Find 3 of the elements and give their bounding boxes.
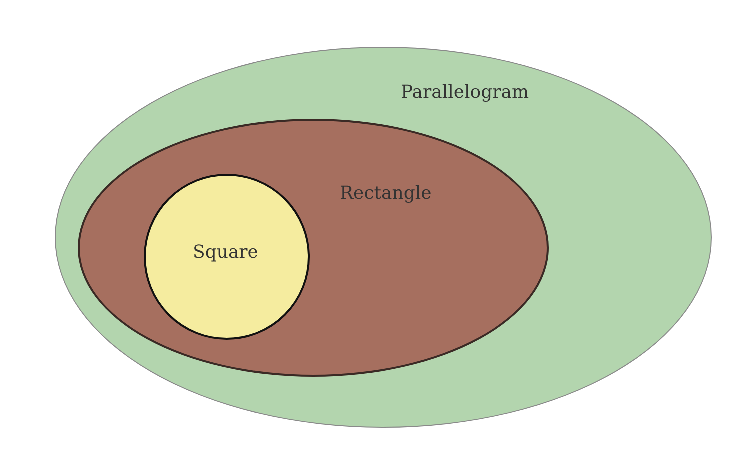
set-label: Rectangle [340, 183, 432, 204]
set-label: Parallelogram [401, 82, 530, 103]
set-label: Square [193, 242, 258, 263]
